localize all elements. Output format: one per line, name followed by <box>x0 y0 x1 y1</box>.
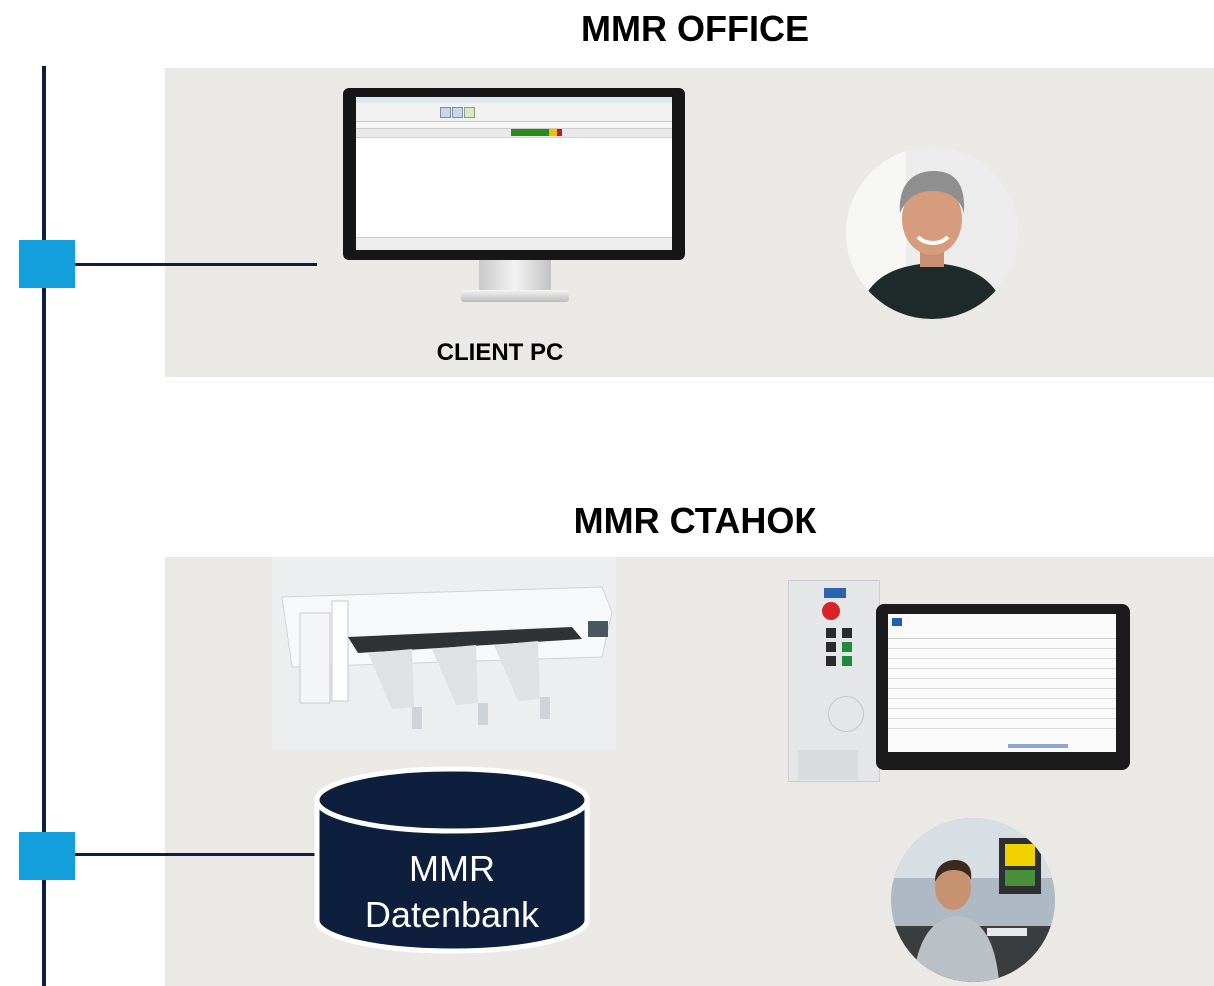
mmr-database-cylinder-icon <box>314 766 590 954</box>
database-label-line2: Datenbank <box>364 894 540 935</box>
network-bus-line <box>42 66 46 986</box>
office-user-photo <box>846 147 1018 319</box>
control-panel-touchscreen-image <box>788 580 1138 782</box>
office-connector-line <box>75 263 317 266</box>
panel-saw-machine-image <box>272 557 616 749</box>
office-title: MMR OFFICE <box>581 8 809 49</box>
client-pc-screen <box>356 97 672 250</box>
client-pc-caption: CLIENT PC <box>436 339 564 366</box>
machine-title: MMR СТАНОК <box>573 500 817 541</box>
network-node-office <box>19 240 75 288</box>
database-label-line1: MMR <box>409 848 495 889</box>
machine-operator-photo <box>891 818 1055 982</box>
office-panel <box>165 68 1214 377</box>
network-node-machine <box>19 832 75 880</box>
machine-connector-line <box>75 853 315 856</box>
client-pc-monitor-icon <box>343 88 685 304</box>
